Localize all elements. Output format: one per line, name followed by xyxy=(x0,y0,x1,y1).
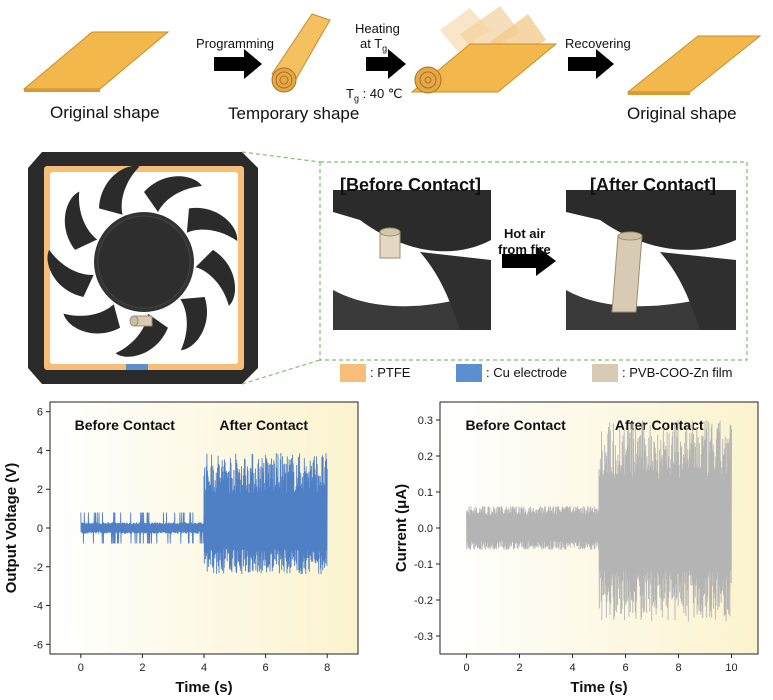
shape-memory-sequence xyxy=(22,6,762,95)
hot-air-label-1: Hot air xyxy=(504,226,546,241)
x-tick-label: 10 xyxy=(725,662,737,674)
signal-line xyxy=(466,420,732,622)
arrow-right-icon xyxy=(568,49,614,79)
legend-label-cu: : Cu electrode xyxy=(486,365,567,380)
arrow-right-icon xyxy=(214,49,262,79)
y-tick-label: -0.1 xyxy=(414,559,433,571)
label-recovering: Recovering xyxy=(565,36,631,51)
y-tick-label: 4 xyxy=(37,445,43,457)
heating-word: Heating xyxy=(355,21,400,36)
x-tick-label: 2 xyxy=(516,662,522,674)
cu-electrode-strip xyxy=(126,364,148,370)
x-tick-label: 4 xyxy=(201,662,207,674)
original-sheet-right xyxy=(626,35,762,93)
zoom-dashed-box xyxy=(319,161,748,361)
y-tick-label: 0.0 xyxy=(418,523,433,535)
signal-line xyxy=(80,452,328,575)
x-axis-label: Time (s) xyxy=(175,679,232,696)
x-tick-label: 6 xyxy=(263,662,269,674)
x-tick-label: 6 xyxy=(622,662,628,674)
original-sheet-left xyxy=(22,31,170,90)
legend-label-ptfe: : PTFE xyxy=(370,365,411,380)
hot-air-arrow-icon xyxy=(502,246,556,276)
y-axis-label: Current (μA) xyxy=(393,484,410,572)
x-tick-label: 0 xyxy=(463,662,469,674)
x-tick-label: 4 xyxy=(569,662,575,674)
y-tick-label: 0.2 xyxy=(418,451,433,463)
label-temporary-shape: Temporary shape xyxy=(228,104,360,123)
fan-device-illustration xyxy=(28,151,748,385)
y-tick-label: 2 xyxy=(37,484,43,496)
legend-label-film: : PVB-COO-Zn film xyxy=(622,365,733,380)
closeup-after xyxy=(566,190,736,330)
y-tick-label: 0 xyxy=(37,523,43,535)
x-tick-label: 2 xyxy=(139,662,145,674)
annotation-after-contact: After Contact xyxy=(615,417,704,433)
label-tg-value: Tg : 40 ℃ xyxy=(346,86,402,104)
legend-swatch-ptfe xyxy=(340,364,366,382)
rolled-sheet xyxy=(271,13,331,93)
tg-value: : 40 ℃ xyxy=(358,86,403,101)
unrolling-sheet xyxy=(410,6,558,94)
x-tick-label: 8 xyxy=(675,662,681,674)
y-tick-label: 0.3 xyxy=(418,415,433,427)
label-original-shape-right: Original shape xyxy=(627,104,737,123)
annotation-before-contact: Before Contact xyxy=(75,417,176,433)
tg-t: T xyxy=(346,86,354,101)
y-tick-label: 6 xyxy=(37,407,43,419)
legend-swatch-cu xyxy=(456,364,482,382)
x-tick-label: 8 xyxy=(324,662,330,674)
fan-blades xyxy=(47,165,238,357)
title-after-contact: [After Contact] xyxy=(590,175,716,195)
annotation-before-contact: Before Contact xyxy=(465,417,566,433)
label-at-tg: at Tg xyxy=(360,36,387,54)
label-heating: Heating xyxy=(355,21,400,36)
x-tick-label: 0 xyxy=(78,662,84,674)
y-axis-label: Output Voltage (V) xyxy=(3,463,20,594)
tg-sub: g xyxy=(353,93,359,104)
label-original-shape-left: Original shape xyxy=(50,103,160,122)
arrow-right-icon xyxy=(366,49,406,79)
y-tick-label: -4 xyxy=(33,601,43,613)
zoom-line-top xyxy=(241,151,321,163)
annotation-after-contact: After Contact xyxy=(219,417,308,433)
label-programming: Programming xyxy=(196,36,275,51)
x-axis-label: Time (s) xyxy=(570,679,627,696)
at-t: at T xyxy=(360,36,383,51)
y-tick-label: -6 xyxy=(33,639,43,651)
title-before-contact: [Before Contact] xyxy=(340,175,482,195)
closeup-before xyxy=(333,190,491,330)
rolled-film xyxy=(129,315,153,327)
y-tick-label: -0.2 xyxy=(414,595,433,607)
y-tick-label: 0.1 xyxy=(418,487,433,499)
legend-swatch-film xyxy=(592,364,618,382)
y-tick-label: -2 xyxy=(33,562,43,574)
at-t-sub: g xyxy=(382,43,388,54)
hot-air-label-2: from fire xyxy=(498,242,551,257)
y-tick-label: -0.3 xyxy=(414,631,433,643)
